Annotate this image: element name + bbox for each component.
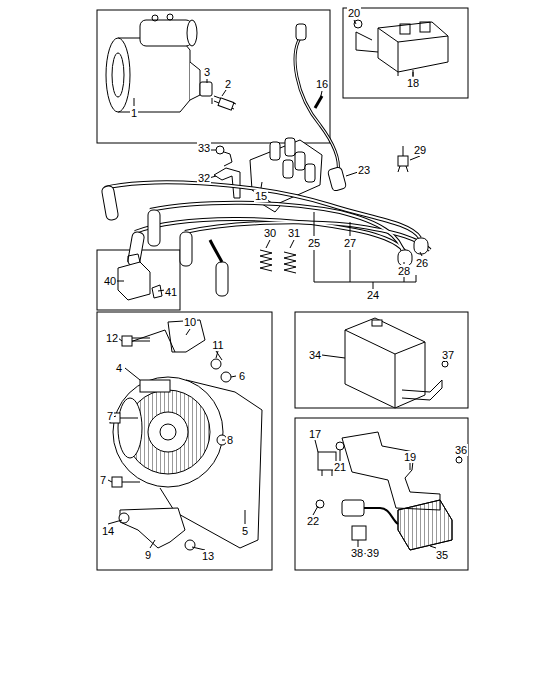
callout-number: 35 [435, 549, 449, 561]
callout-number: 18 [406, 77, 420, 89]
callout-number: 22 [306, 515, 320, 527]
callout-number: 9 [144, 549, 152, 561]
callout-number: 20 [347, 7, 361, 19]
callout-number: 40 [103, 275, 117, 287]
callout-number: 17 [308, 428, 322, 440]
callout-number: 12 [105, 332, 119, 344]
callout-number: 27 [343, 237, 357, 249]
callout-number: 38·39 [350, 547, 380, 559]
callout-number: 19 [403, 451, 417, 463]
callout-number: 7 [106, 410, 114, 422]
callout-number: 30 [263, 227, 277, 239]
callout-number: 37 [441, 349, 455, 361]
callout-number: 5 [241, 525, 249, 537]
callout-number: 14 [101, 525, 115, 537]
callout-number: 16 [315, 78, 329, 90]
callout-number: 36 [454, 444, 468, 456]
callout-number: 11 [211, 339, 224, 351]
callout-number: 28 [397, 265, 411, 277]
callout-number: 31 [287, 227, 301, 239]
callout-number: 15 [254, 190, 268, 202]
callout-number: 1 [130, 107, 138, 119]
callout-number: 13 [201, 550, 215, 562]
callout-number: 23 [357, 164, 371, 176]
callout-number: 33 [197, 142, 211, 154]
callout-number: 21 [333, 461, 347, 473]
callout-number: 41 [164, 286, 178, 298]
callout-number: 25 [307, 237, 321, 249]
callout-number: 24 [366, 289, 380, 301]
callout-number: 6 [238, 370, 246, 382]
callout-number: 2 [224, 78, 232, 90]
callout-number: 10 [183, 316, 197, 328]
callout-number: 8 [226, 434, 234, 446]
callout-number: 29 [413, 144, 427, 156]
callout-number: 34 [308, 349, 322, 361]
callout-number: 4 [115, 362, 123, 374]
callout-number: 26 [415, 257, 429, 269]
callout-number: 7 [99, 474, 107, 486]
callout-number: 32 [197, 172, 211, 184]
callout-number: 3 [203, 66, 211, 78]
